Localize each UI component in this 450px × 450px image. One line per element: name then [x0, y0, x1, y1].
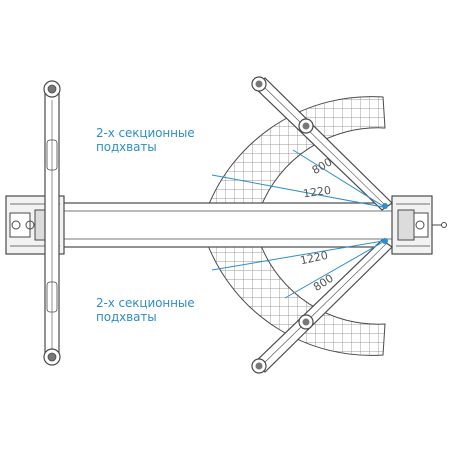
lower-long-dimension: 1220	[299, 249, 329, 268]
cross-beam	[47, 202, 399, 248]
upper-short-dimension-line	[292, 149, 384, 207]
lower-diagonal-arm	[251, 238, 393, 374]
upper-long-dimension-line	[211, 174, 384, 208]
lower-arm-label-line1: 2-х секционные	[96, 296, 195, 310]
right-column	[391, 195, 447, 255]
left-vertical-arm	[43, 80, 61, 366]
upper-arm-label-line1: 2-х секционные	[96, 126, 195, 140]
upper-long-dimension: 1220	[302, 184, 332, 201]
lower-short-dimension-line	[284, 241, 384, 299]
upper-arm-label-line2: подхваты	[96, 140, 157, 154]
lower-swing-sector	[206, 242, 386, 356]
dimension-lines	[211, 149, 384, 299]
lower-arm-label: 2-х секционные подхваты	[96, 296, 195, 324]
lower-long-dimension-line	[211, 240, 384, 271]
upper-diagonal-arm	[251, 76, 393, 211]
lower-arm-label-line2: подхваты	[96, 310, 157, 324]
upper-arm-label: 2-х секционные подхваты	[96, 126, 195, 154]
